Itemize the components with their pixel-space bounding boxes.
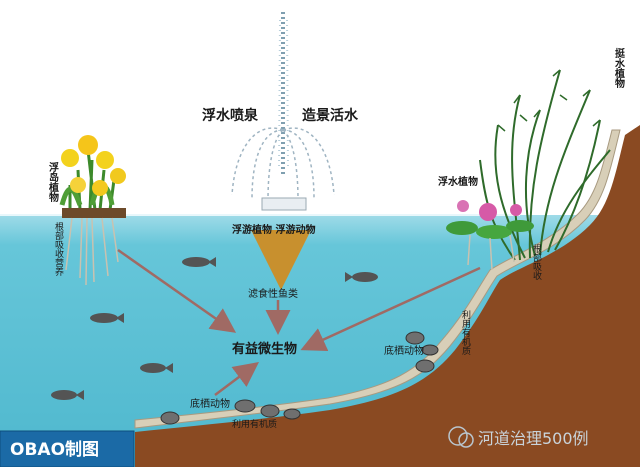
- arrow-root-to-microbes: [117, 248, 237, 333]
- label-landscape-water: 造景活水: [302, 107, 359, 124]
- floating-plant: [446, 200, 534, 271]
- fish: [140, 363, 173, 373]
- obao-badge: OBAO制图: [0, 430, 135, 467]
- emergent-plant: [479, 69, 611, 261]
- label-emergent-plant: 挺水植物: [613, 47, 626, 89]
- arrow-benthic-to-microbes: [214, 362, 259, 396]
- label-fountain: 浮水喷泉: [202, 107, 259, 124]
- badge-text: OBAO制图: [10, 439, 99, 460]
- bank-gravel: [134, 129, 621, 429]
- label-root-right: 根部吸收: [531, 243, 542, 281]
- label-substrate-left: 利用有机质: [232, 418, 277, 430]
- arrow-plant-to-microbes: [300, 266, 481, 352]
- floating-island-plant: [59, 135, 126, 286]
- flow-arrows: [117, 248, 481, 396]
- label-root-absorb: 根部吸收营养: [53, 221, 64, 277]
- label-filter-fish: 滤食性鱼类: [248, 287, 298, 300]
- label-floating-plant: 浮水植物: [438, 175, 478, 188]
- fish: [182, 257, 216, 267]
- right-bank: [135, 125, 640, 467]
- label-beneficial-microbes: 有益微生物: [232, 341, 297, 357]
- label-plankton: 浮游植物 浮游动物: [232, 223, 315, 236]
- label-benthic-left: 底栖动物: [190, 397, 230, 410]
- fish: [345, 272, 378, 282]
- watermark-text: 河道治理500例: [478, 429, 589, 448]
- label-floating-island-plant: 浮岛植物: [47, 161, 60, 203]
- watermark: 河道治理500例: [448, 426, 589, 448]
- label-benthic-right: 底栖动物: [384, 344, 424, 357]
- fountain-graphic: [231, 12, 335, 211]
- fish: [90, 313, 124, 323]
- fish: [51, 390, 84, 400]
- label-substrate-right: 利用有机质: [460, 309, 471, 356]
- fish-group: [51, 257, 378, 400]
- benthic-snails: [160, 331, 439, 425]
